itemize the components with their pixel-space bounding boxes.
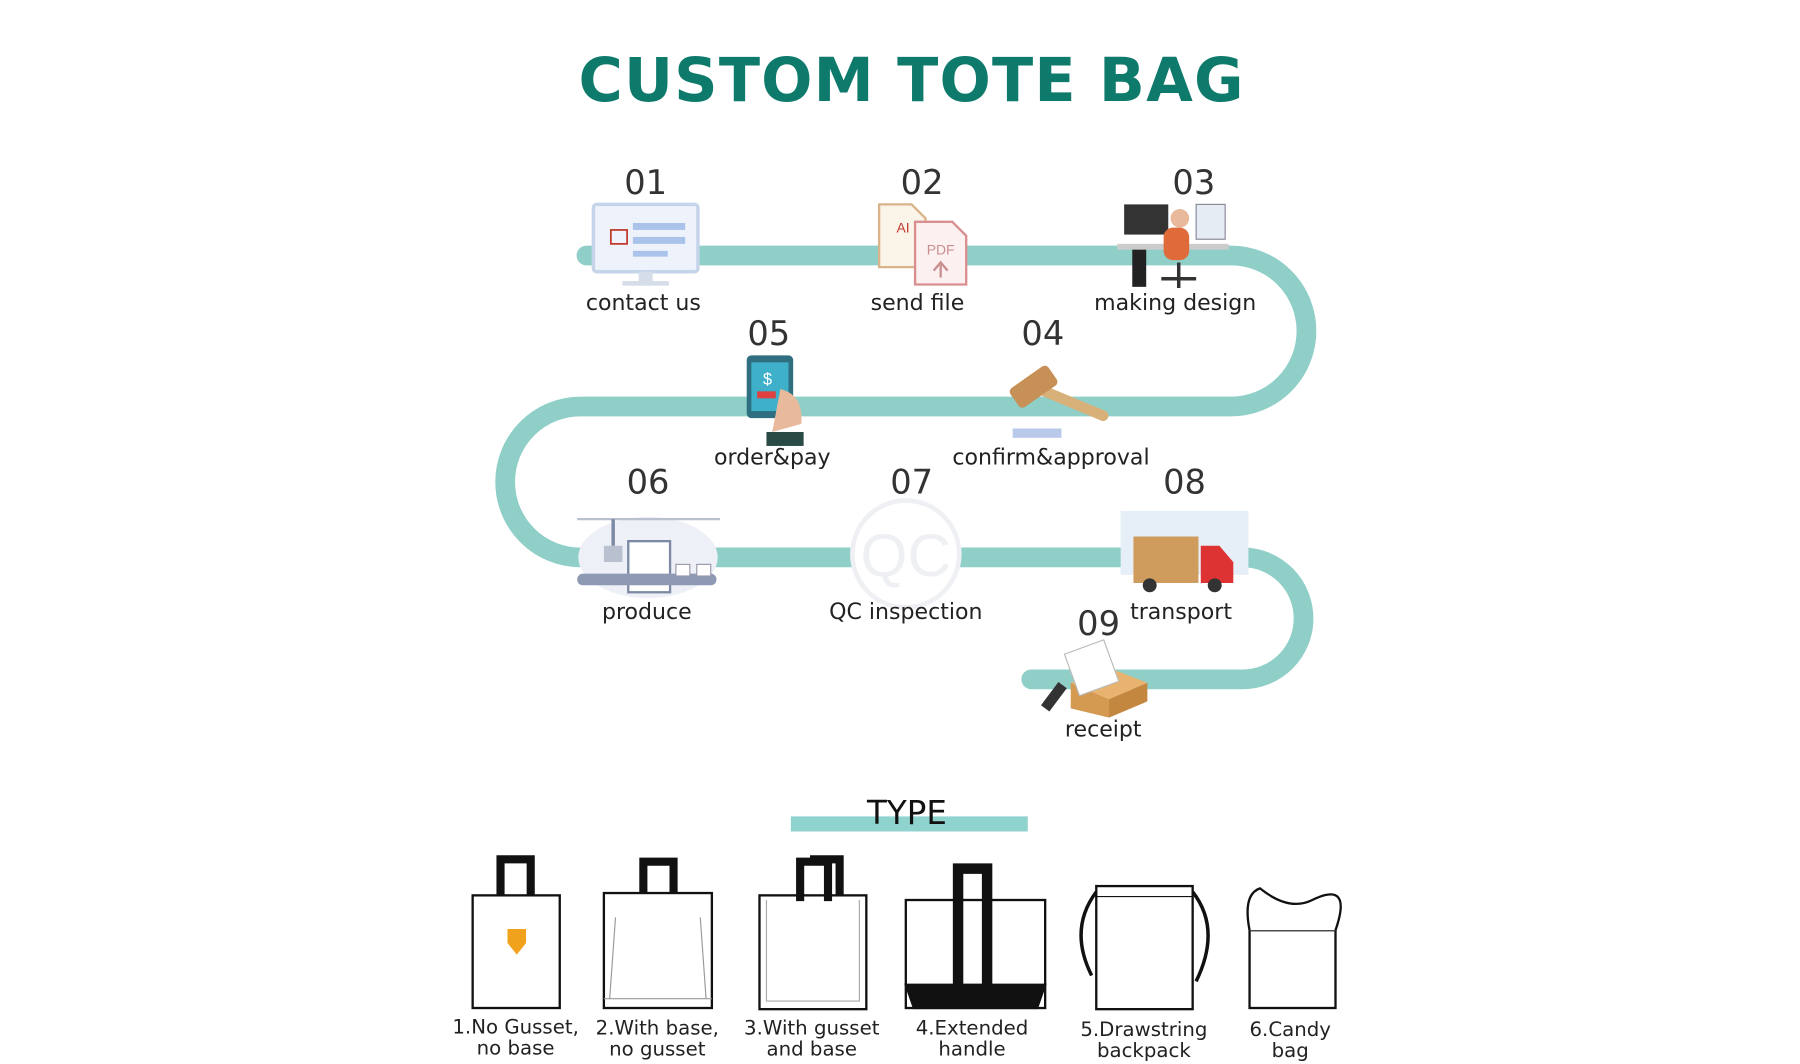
package-receipt-icon	[1040, 639, 1148, 718]
qc-stamp-icon: QC	[850, 498, 962, 610]
step-label: contact us	[585, 290, 701, 316]
step-number: 06	[626, 462, 670, 502]
step-number: 03	[1172, 162, 1216, 203]
step-number: 01	[624, 162, 668, 203]
extended-handle-bag-icon	[904, 863, 1047, 1010]
svg-text:QC: QC	[861, 521, 952, 589]
svg-text:AI: AI	[897, 219, 910, 235]
page-title: CUSTOM TOTE BAG	[578, 46, 1245, 117]
step-number: 09	[1077, 603, 1121, 644]
step-number: 05	[747, 313, 791, 354]
with-base-bag-icon	[602, 857, 714, 1010]
bag-illustrations	[471, 855, 1342, 1011]
no-gusset-bag-icon	[471, 855, 561, 1010]
ai-pdf-file-icon: AI PDF	[877, 203, 968, 286]
step-number: 04	[1021, 313, 1065, 354]
type-heading-bar	[790, 816, 1028, 832]
step-number: 08	[1163, 462, 1206, 502]
factory-conveyor-icon	[577, 516, 721, 599]
gusset-base-bag-icon	[758, 855, 868, 1011]
svg-text:$: $	[763, 370, 772, 388]
step-number: 07	[890, 462, 934, 502]
drawstring-backpack-icon	[1079, 884, 1210, 1011]
step-label: receipt	[1064, 716, 1142, 743]
phone-payment-icon: $	[746, 355, 804, 446]
truck-icon	[1120, 510, 1249, 593]
step-label: QC inspection	[829, 599, 983, 625]
candy-bag-icon	[1246, 887, 1342, 1010]
bag-type-label: 2.With base,no gusset	[595, 1017, 719, 1062]
computer-monitor-icon	[591, 202, 700, 286]
gavel-icon	[1009, 365, 1109, 438]
step-label: order&pay	[713, 444, 831, 471]
step-label: confirm&approval	[952, 444, 1150, 471]
step-label: transport	[1130, 599, 1233, 625]
step-label: making design	[1094, 290, 1257, 316]
bag-type-label: 1.No Gusset,no base	[452, 1016, 579, 1061]
designer-desk-icon	[1117, 203, 1229, 289]
type-heading: TYPE	[867, 793, 947, 833]
step-number: 02	[900, 162, 944, 203]
step-label: send file	[870, 290, 965, 316]
step-label: produce	[601, 599, 692, 625]
svg-text:PDF: PDF	[927, 241, 955, 257]
